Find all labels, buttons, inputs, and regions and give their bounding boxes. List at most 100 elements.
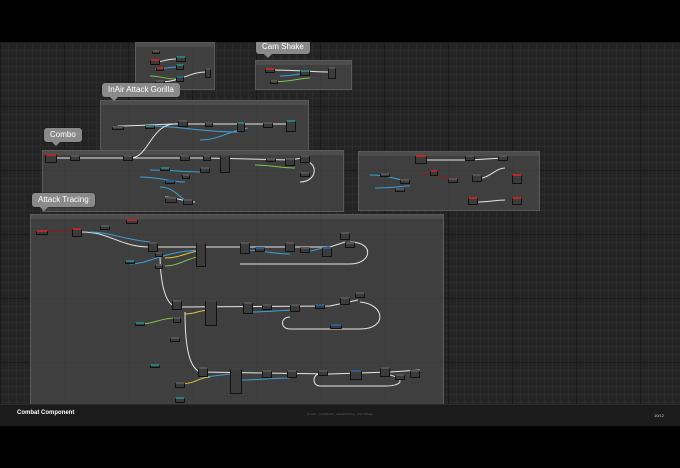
wire-exec [240,241,369,265]
graph-node[interactable] [468,197,478,205]
comment-label-attack-tracing[interactable]: Attack Tracing [32,193,95,211]
footer-breadcrumb: Combo · InAirAttack · AttackTracing · Ca… [307,412,373,416]
graph-node[interactable] [196,242,206,267]
graph-node[interactable] [123,155,133,161]
graph-node[interactable] [300,70,310,76]
graph-node[interactable] [380,367,390,377]
graph-node[interactable] [355,292,365,298]
graph-node[interactable] [125,260,135,264]
graph-node[interactable] [36,230,48,235]
graph-node[interactable] [240,242,250,254]
graph-node[interactable] [512,197,522,205]
graph-node[interactable] [498,155,508,161]
graph-node[interactable] [176,64,184,70]
graph-node[interactable] [265,68,275,73]
graph-node[interactable] [328,67,336,79]
graph-node[interactable] [70,155,80,161]
graph-node[interactable] [150,364,160,368]
graph-node[interactable] [198,367,208,377]
graph-node[interactable] [178,120,188,127]
comment-label-combo[interactable]: Combo [44,128,82,146]
graph-node[interactable] [415,155,427,164]
graph-node[interactable] [286,120,296,132]
graph-node[interactable] [152,50,160,54]
graph-node[interactable] [380,173,390,177]
graph-node[interactable] [172,300,182,310]
graph-node[interactable] [300,247,310,253]
graph-node[interactable] [290,304,300,312]
graph-node[interactable] [126,219,138,224]
graph-node[interactable] [285,242,295,252]
graph-node[interactable] [330,324,342,329]
graph-node[interactable] [395,188,405,192]
wire-object [149,169,207,173]
graph-node[interactable] [148,242,158,252]
graph-node[interactable] [472,174,482,182]
graph-node[interactable] [262,370,272,378]
graph-node[interactable] [230,368,242,394]
graph-node[interactable] [300,172,310,177]
graph-node[interactable] [112,126,124,130]
graph-node[interactable] [100,225,110,230]
graph-node[interactable] [165,180,175,184]
graph-node[interactable] [155,252,163,257]
graph-node[interactable] [175,397,185,403]
graph-node[interactable] [145,125,155,129]
graph-node[interactable] [156,67,164,71]
graph-node[interactable] [350,370,362,380]
graph-node[interactable] [512,174,522,184]
graph-node[interactable] [180,155,190,161]
graph-node[interactable] [205,300,217,326]
wire-exec [282,301,381,330]
graph-node[interactable] [315,304,325,309]
graph-node[interactable] [150,59,160,65]
graph-node[interactable] [345,242,355,248]
graph-node[interactable] [266,158,276,162]
comment-label-inair-attack[interactable]: InAir Attack Gorilla [102,83,180,101]
graph-node[interactable] [410,370,420,378]
graph-node[interactable] [262,304,272,310]
comment-label-cam-shake[interactable]: Cam Shake [256,42,310,58]
graph-node[interactable] [465,155,475,161]
graph-node[interactable] [200,167,210,173]
wire-object [129,249,201,265]
graph-node[interactable] [340,232,350,240]
graph-node[interactable] [300,155,310,163]
comment-box-top-left[interactable] [135,42,215,90]
wire-exec [184,311,201,373]
graph-node[interactable] [237,122,245,132]
blueprint-graph-canvas[interactable]: Cam Shake InAir Attack Gorilla Combo Att… [0,42,680,404]
graph-node[interactable] [72,228,82,237]
graph-node[interactable] [220,155,230,173]
wire-object [239,377,291,381]
graph-node[interactable] [155,264,163,269]
graph-node[interactable] [183,199,193,205]
graph-node[interactable] [45,154,57,163]
graph-node[interactable] [318,370,328,376]
graph-node[interactable] [243,302,253,314]
graph-node[interactable] [400,179,410,184]
graph-node[interactable] [203,155,211,161]
graph-node[interactable] [135,322,145,326]
graph-node[interactable] [285,158,295,166]
graph-node[interactable] [255,247,265,252]
graph-node[interactable] [205,122,213,127]
wire-float [149,75,177,80]
graph-node[interactable] [395,374,405,380]
graph-node[interactable] [170,337,180,342]
graph-node[interactable] [173,317,181,323]
graph-node[interactable] [176,76,184,82]
graph-node[interactable] [270,80,278,84]
graph-node[interactable] [160,167,170,171]
graph-node[interactable] [205,68,211,78]
graph-node[interactable] [175,382,185,388]
graph-node[interactable] [430,170,438,176]
graph-node[interactable] [182,174,190,179]
graph-node[interactable] [340,297,350,305]
graph-node[interactable] [165,197,177,203]
graph-node[interactable] [448,178,458,183]
graph-node[interactable] [176,56,186,62]
graph-node[interactable] [322,247,332,257]
graph-node[interactable] [287,370,297,378]
graph-node[interactable] [263,122,273,128]
